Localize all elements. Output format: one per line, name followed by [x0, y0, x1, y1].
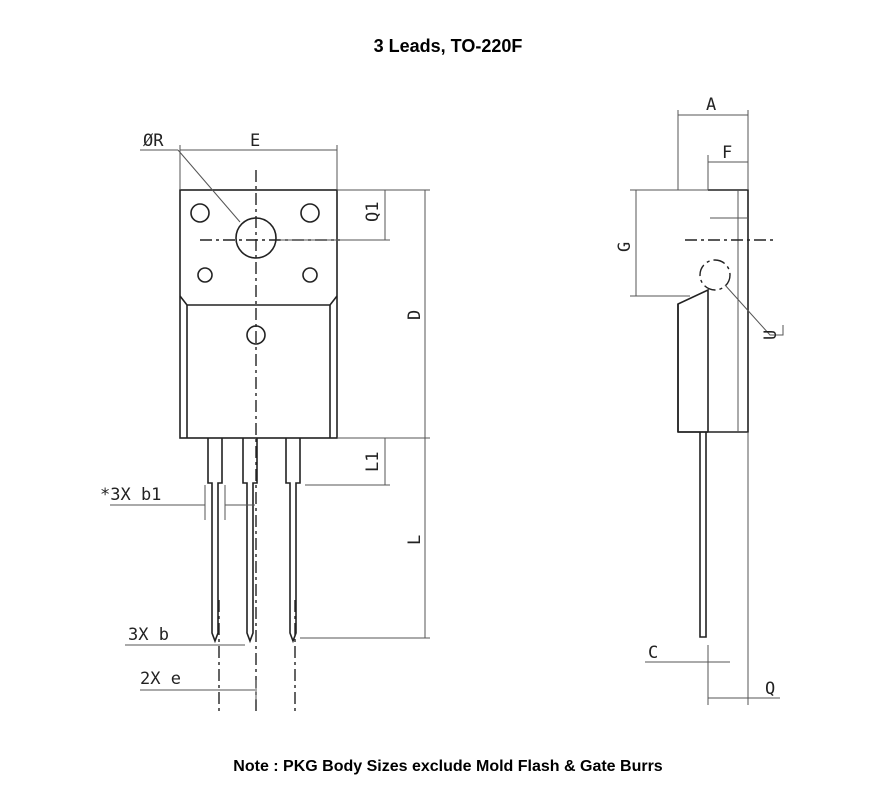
label-q: Q [765, 679, 775, 699]
label-d: D [405, 310, 425, 320]
label-u: U [761, 330, 781, 340]
dimension-labels: ØR E Q1 D L1 L *3X b1 3X b 2X e A F G U … [100, 95, 781, 699]
note-text: Note : PKG Body Sizes exclude Mold Flash… [233, 758, 663, 775]
label-l: L [405, 535, 425, 545]
label-e-width: E [250, 131, 260, 151]
label-a: A [706, 95, 716, 115]
label-e-pitch: 2X e [140, 669, 181, 689]
label-r: ØR [143, 131, 164, 151]
drawing-title: 3 Leads, TO-220F [373, 36, 523, 56]
label-q1: Q1 [363, 202, 383, 222]
side-view [630, 110, 784, 705]
label-b1: *3X b1 [100, 485, 161, 505]
label-g: G [615, 242, 635, 252]
label-f: F [722, 143, 732, 163]
front-view [110, 145, 430, 715]
label-l1: L1 [363, 452, 383, 472]
label-c: C [648, 643, 658, 663]
label-b: 3X b [128, 625, 169, 645]
